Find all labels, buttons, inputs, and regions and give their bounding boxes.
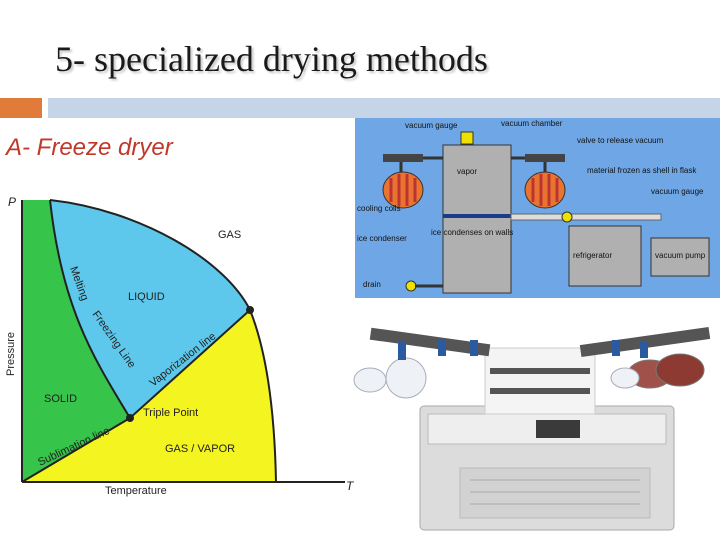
critical-point-marker bbox=[246, 306, 254, 314]
ice-condenses-label: ice condenses on walls bbox=[431, 228, 513, 237]
triple-point-marker bbox=[126, 414, 134, 422]
control-panel bbox=[536, 420, 580, 438]
gas-label: GAS bbox=[218, 229, 241, 241]
gas-region bbox=[22, 310, 276, 482]
vacuum-pump-box bbox=[650, 237, 710, 277]
vacuum-gauge-label: vacuum gauge bbox=[405, 121, 458, 130]
liquid-label: LIQUID bbox=[128, 291, 165, 303]
slide-title: 5- specialized drying methods bbox=[55, 39, 488, 79]
vacuum-pump-label: vacuum pump bbox=[655, 251, 706, 260]
refrigerator-box bbox=[568, 225, 642, 287]
refrigerator-label: refrigerator bbox=[573, 251, 612, 260]
cooling-coils-label: cooling coils bbox=[357, 204, 401, 213]
gas-vapor-label: GAS / VAPOR bbox=[165, 443, 235, 455]
valve-label: valve to release vacuum bbox=[577, 136, 664, 145]
valve-icon bbox=[561, 211, 573, 223]
accent-bar-orange bbox=[0, 98, 42, 118]
triple-point-label: Triple Point bbox=[143, 407, 198, 419]
accent-bar-blue bbox=[48, 98, 720, 118]
vapor-label: vapor bbox=[457, 167, 477, 176]
freeze-dryer-photo bbox=[353, 327, 711, 531]
flask-right bbox=[524, 171, 566, 209]
liquid-region bbox=[50, 200, 250, 418]
slide-subtitle: A- Freeze dryer bbox=[6, 134, 173, 161]
phase-diagram: P T Pressure Temperature GAS LIQUID SOLI… bbox=[5, 195, 355, 497]
solid-region bbox=[22, 200, 130, 482]
flask-left bbox=[382, 171, 424, 209]
freeze-dryer-schematic: vacuum gauge vacuum chamber valve to rel… bbox=[355, 118, 720, 298]
material-label: material frozen as shell in flask bbox=[587, 166, 697, 175]
drain-label: drain bbox=[363, 280, 381, 289]
ice-condenser-label: ice condenser bbox=[357, 234, 407, 243]
manifold-left bbox=[369, 327, 491, 357]
pressure-axis-title: Pressure bbox=[5, 332, 17, 376]
vacuum-chamber-label: vacuum chamber bbox=[501, 119, 563, 128]
axis-t-label: T bbox=[346, 479, 355, 493]
axis-p-label: P bbox=[8, 195, 16, 209]
vacuum-gauge-right-label: vacuum gauge bbox=[651, 187, 704, 196]
solid-label: SOLID bbox=[44, 393, 77, 405]
temperature-axis-title: Temperature bbox=[105, 485, 167, 497]
vacuum-chamber bbox=[442, 144, 512, 294]
drain-icon bbox=[405, 280, 417, 292]
